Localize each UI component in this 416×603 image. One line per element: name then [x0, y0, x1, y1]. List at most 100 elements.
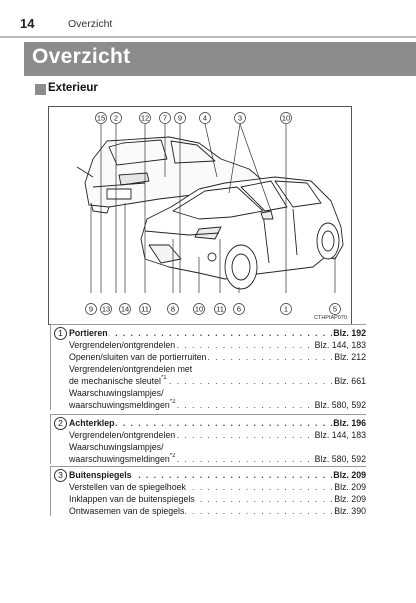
row-text: Waarschuwingslampjes/: [69, 388, 164, 398]
entry-row: Waarschuwingslampjes/: [69, 387, 366, 399]
page-reference: Blz. 209: [332, 469, 366, 481]
footnote-marker: *2: [169, 453, 176, 459]
dot-leader: . . . . . . . . . . . . . . . . . . . . …: [69, 340, 366, 350]
page-reference: Blz. 209: [333, 481, 366, 493]
row-text-wrap: waarschuwingsmeldingen*2: [69, 399, 177, 411]
entry-heading-row: . . . . . . . . . . . . . . . . . . . . …: [69, 327, 366, 339]
footnote-marker: *1: [160, 375, 167, 381]
entry-row: . . . . . . . . . . . . . . . . . . . . …: [69, 493, 366, 505]
svg-text:6: 6: [237, 305, 241, 314]
section-label: Exterieur: [48, 82, 98, 94]
callout-12: 12: [139, 112, 151, 124]
dot-leader: . . . . . . . . . . . . . . . . . . . . …: [69, 430, 366, 440]
page-reference: Blz. 661: [333, 375, 366, 387]
callout-9: 9: [174, 112, 186, 124]
page-reference: Blz. 390: [333, 505, 366, 517]
dot-leader: . . . . . . . . . . . . . . . . . . . . …: [69, 494, 366, 504]
callout-8: 8: [167, 303, 179, 315]
figure-code: CTHPIAP070: [313, 315, 347, 321]
entry-row: . . . . . . . . . . . . . . . . . . . . …: [69, 375, 366, 387]
page-reference: Blz. 209: [333, 493, 366, 505]
callout-7: 7: [159, 112, 171, 124]
row-text: waarschuwingsmeldingen: [69, 400, 170, 410]
svg-text:2: 2: [114, 114, 118, 123]
page-reference: Blz. 144, 183: [313, 339, 366, 351]
callout-10: 10: [280, 112, 292, 124]
row-text: Vergrendelen/ontgrendelen: [69, 430, 176, 440]
entry-divider: [50, 466, 366, 467]
dot-leader: . . . . . . . . . . . . . . . . . . . . …: [69, 328, 366, 338]
page-reference: Blz. 212: [333, 351, 366, 363]
entry-left-rule: [50, 466, 51, 516]
rear-wheel: [316, 222, 340, 260]
entry-left-rule: [50, 324, 51, 410]
svg-text:12: 12: [141, 114, 149, 123]
row-text: Waarschuwingslampjes/: [69, 442, 164, 452]
row-text: Openen/sluiten van de portierruiten: [69, 352, 207, 362]
side-mirror: [260, 210, 274, 220]
row-text-wrap: Portieren: [69, 327, 109, 339]
callout-9b: 9: [85, 303, 97, 315]
svg-text:7: 7: [163, 114, 167, 123]
rear-car-tail-light: [118, 172, 150, 186]
svg-text:4: 4: [203, 114, 207, 123]
callout-10b: 10: [193, 303, 205, 315]
dot-leader: . . . . . . . . . . . . . . . . . . . . …: [69, 482, 366, 492]
header-divider: [0, 36, 416, 38]
entry-row: Vergrendelen/ontgrendelen met: [69, 363, 366, 375]
callout-6: 6: [233, 303, 245, 315]
entry-row: . . . . . . . . . . . . . . . . . . . . …: [69, 399, 366, 411]
entry-row: . . . . . . . . . . . . . . . . . . . . …: [69, 339, 366, 351]
svg-text:1: 1: [284, 305, 288, 314]
exterior-illustration: 15 2 12 7 9 4 3 10 9 13 14 11 8 10 11 6 …: [48, 106, 352, 325]
row-text-wrap: Vergrendelen/ontgrendelen: [69, 339, 177, 351]
entry-row: . . . . . . . . . . . . . . . . . . . . …: [69, 481, 366, 493]
footnote-marker: *2: [169, 399, 176, 405]
row-text: Buitenspiegels: [69, 470, 132, 480]
chapter-title: Overzicht: [32, 45, 131, 68]
callout-11b: 11: [214, 303, 226, 315]
row-text-wrap: Buitenspiegels: [69, 469, 133, 481]
callout-3: 3: [234, 112, 246, 124]
row-text-wrap: Waarschuwingslampjes/: [69, 442, 165, 452]
row-text-wrap: Verstellen van de spiegelhoek: [69, 481, 187, 493]
dot-leader: . . . . . . . . . . . . . . . . . . . . …: [69, 352, 366, 362]
row-text-wrap: waarschuwingsmeldingen*2: [69, 453, 177, 465]
entry-heading-row: . . . . . . . . . . . . . . . . . . . . …: [69, 417, 366, 429]
svg-text:9: 9: [89, 305, 93, 314]
row-text-wrap: de mechanische sleutel*1: [69, 375, 168, 387]
row-text: Inklappen van de buitenspiegels: [69, 494, 195, 504]
top-callouts: 15 2 12 7 9 4 3 10: [95, 112, 292, 124]
bottom-callouts: 9 13 14 11 8 10 11 6 1 5: [85, 303, 341, 315]
row-text: Vergrendelen/ontgrendelen: [69, 340, 176, 350]
row-text-wrap: Vergrendelen/ontgrendelen: [69, 429, 177, 441]
callout-14: 14: [119, 303, 131, 315]
callout-15: 15: [95, 112, 107, 124]
entry-row: Waarschuwingslampjes/: [69, 441, 366, 453]
dot-leader: . . . . . . . . . . . . . . . . . . . . …: [69, 470, 366, 480]
row-text: de mechanische sleutel: [69, 376, 161, 386]
entry-2: 2. . . . . . . . . . . . . . . . . . . .…: [50, 414, 366, 466]
svg-text:15: 15: [97, 114, 105, 123]
dot-leader: . . . . . . . . . . . . . . . . . . . . …: [69, 376, 366, 386]
callout-1: 1: [280, 303, 292, 315]
row-text: Portieren: [69, 328, 108, 338]
svg-text:11: 11: [141, 305, 149, 314]
front-wheel: [224, 244, 258, 290]
svg-text:14: 14: [121, 305, 129, 314]
row-text: Ontwasemen van de spiegels: [69, 506, 185, 516]
callout-13: 13: [100, 303, 112, 315]
entry-number-badge: 2: [54, 417, 67, 430]
dot-leader: . . . . . . . . . . . . . . . . . . . . …: [69, 418, 366, 428]
svg-text:3: 3: [238, 114, 242, 123]
row-text-wrap: Ontwasemen van de spiegels: [69, 505, 186, 517]
entry-left-rule: [50, 414, 51, 464]
row-text-wrap: Waarschuwingslampjes/: [69, 388, 165, 398]
entry-heading-row: . . . . . . . . . . . . . . . . . . . . …: [69, 469, 366, 481]
entry-row: . . . . . . . . . . . . . . . . . . . . …: [69, 429, 366, 441]
row-text-wrap: Openen/sluiten van de portierruiten: [69, 351, 208, 363]
svg-text:10: 10: [195, 305, 203, 314]
running-title: Overzicht: [68, 18, 113, 30]
svg-text:9: 9: [178, 114, 182, 123]
row-text: Verstellen van de spiegelhoek: [69, 482, 186, 492]
